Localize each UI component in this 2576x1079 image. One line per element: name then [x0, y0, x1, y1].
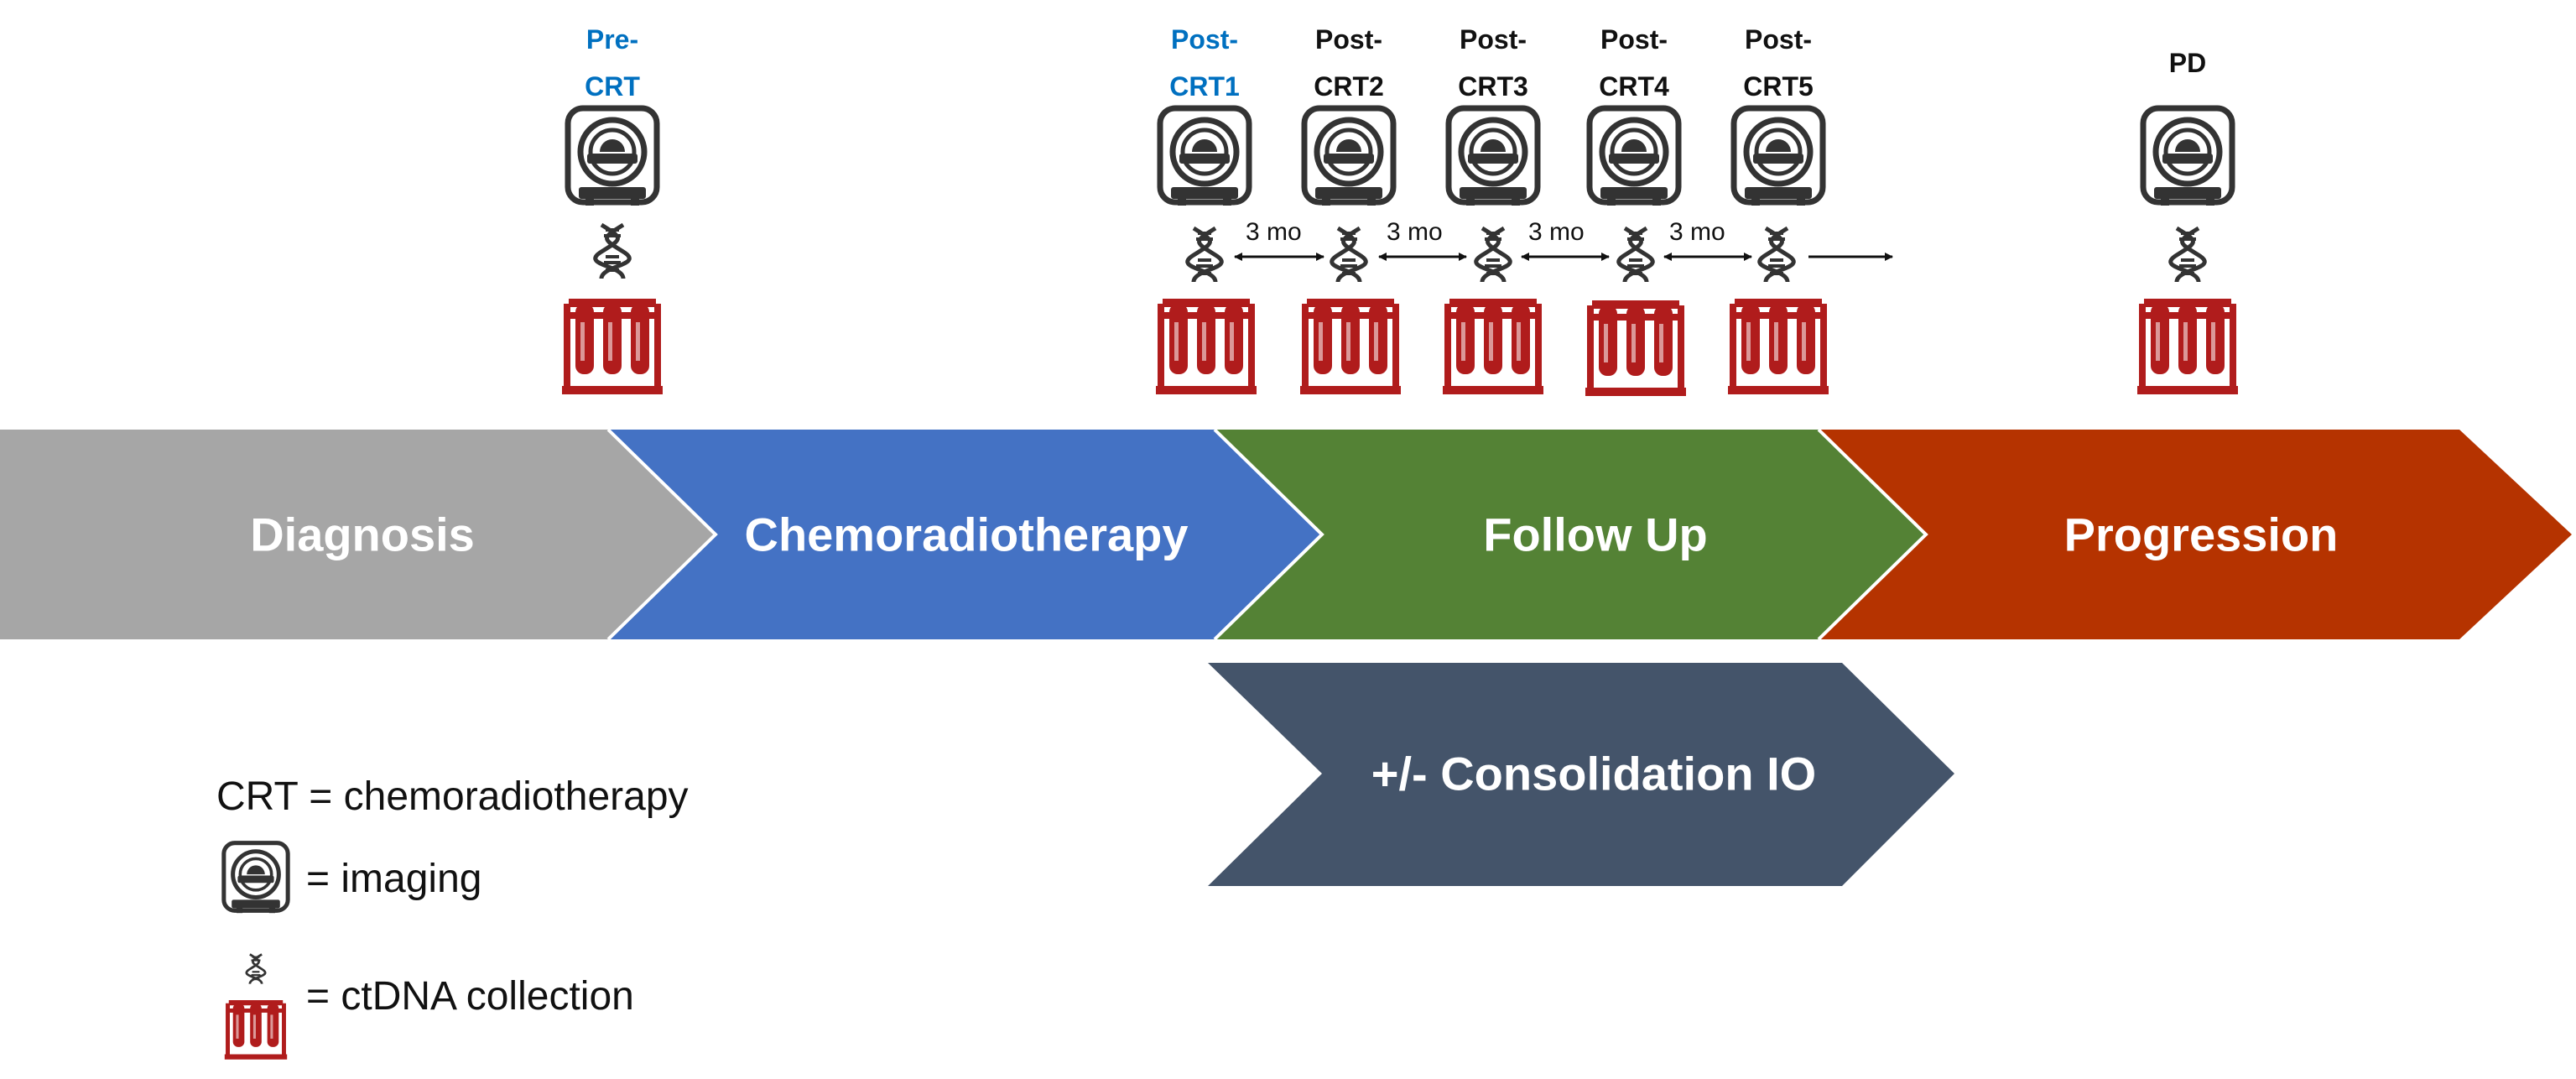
- legend-imaging: = imaging: [306, 857, 481, 901]
- timepoint-post-crt2: Post- CRT2: [1314, 24, 1384, 102]
- scanner-icon: [1590, 108, 1678, 206]
- timepoint-label-line2: CRT: [585, 71, 640, 102]
- dna-icon: [1760, 228, 1794, 282]
- consolidation-io-arrow: [1208, 663, 1954, 886]
- scanner-icon: [1734, 108, 1823, 206]
- dna-icon: [1188, 228, 1222, 282]
- timepoint-label-line1: Post-: [1171, 24, 1238, 55]
- dna-icon: [596, 225, 630, 279]
- legend-ctdna: = ctDNA collection: [306, 974, 634, 1019]
- timepoint-post-crt1: Post- CRT1: [1169, 24, 1240, 102]
- timepoint-label-line1: Post-: [1315, 24, 1382, 55]
- timepoint-pd: PD: [2169, 48, 2206, 78]
- dna-icon: [1619, 228, 1653, 282]
- test-tube-rack-icon: [562, 299, 663, 394]
- timepoint-pre-crt: Pre- CRT: [585, 24, 640, 102]
- legend-crt: CRT = chemoradiotherapy: [216, 774, 689, 819]
- test-tube-rack-icon: [1443, 299, 1543, 394]
- interval-label: 3 mo: [1246, 218, 1302, 246]
- test-tube-rack-icon: [1728, 299, 1829, 394]
- timepoint-label-line2: CRT1: [1169, 71, 1240, 102]
- timepoint-label-line1: Post-: [1460, 24, 1527, 55]
- interval-label: 3 mo: [1669, 218, 1725, 246]
- phase-label-followup: Follow Up: [1483, 508, 1708, 561]
- timepoint-label-line1: Post-: [1745, 24, 1812, 55]
- interval-label: 3 mo: [1387, 218, 1443, 246]
- scanner-icon: [1160, 108, 1249, 206]
- consolidation-io-label: +/- Consolidation IO: [1371, 748, 1816, 800]
- dna-icon: [2171, 228, 2205, 282]
- scanner-icon: [2143, 108, 2232, 206]
- test-tube-rack-icon: [224, 1000, 288, 1060]
- timepoint-label-line1: Pre-: [586, 24, 638, 55]
- timepoint-label-line2: PD: [2169, 48, 2206, 78]
- dna-icon: [1332, 228, 1366, 282]
- dna-icon: [245, 953, 267, 985]
- test-tube-rack-icon: [1156, 299, 1257, 394]
- timepoint-label-line2: CRT4: [1599, 71, 1669, 102]
- test-tube-rack-icon: [1585, 300, 1686, 396]
- phase-label-chemoradiotherapy: Chemoradiotherapy: [745, 508, 1189, 561]
- scanner-icon: [1449, 108, 1538, 206]
- phase-diagnosis-arrow: [0, 430, 716, 639]
- phase-label-diagnosis: Diagnosis: [250, 508, 475, 561]
- phase-progression-arrow: [1819, 430, 2572, 639]
- dna-icon: [1476, 228, 1511, 282]
- phase-label-progression: Progression: [2064, 508, 2339, 561]
- test-tube-rack-icon: [1300, 299, 1401, 394]
- timepoint-post-crt3: Post- CRT3: [1458, 24, 1528, 102]
- legend: CRT = chemoradiotherapy = imaging = ctDN…: [216, 774, 689, 1060]
- phase-followup-arrow: [1215, 430, 1926, 639]
- timepoint-post-crt5: Post- CRT5: [1743, 24, 1814, 102]
- timepoint-label-line1: Post-: [1600, 24, 1668, 55]
- test-tube-rack-icon: [2137, 299, 2238, 394]
- scanner-icon: [1304, 108, 1393, 206]
- timepoint-label-line2: CRT3: [1458, 71, 1528, 102]
- interval-label: 3 mo: [1528, 218, 1585, 246]
- scanner-icon: [568, 108, 657, 206]
- scanner-icon: [224, 843, 288, 914]
- timepoint-label-line2: CRT5: [1743, 71, 1814, 102]
- timepoint-label-line2: CRT2: [1314, 71, 1384, 102]
- phase-chemoradiotherapy-arrow: [608, 430, 1322, 639]
- timepoint-post-crt4: Post- CRT4: [1599, 24, 1669, 102]
